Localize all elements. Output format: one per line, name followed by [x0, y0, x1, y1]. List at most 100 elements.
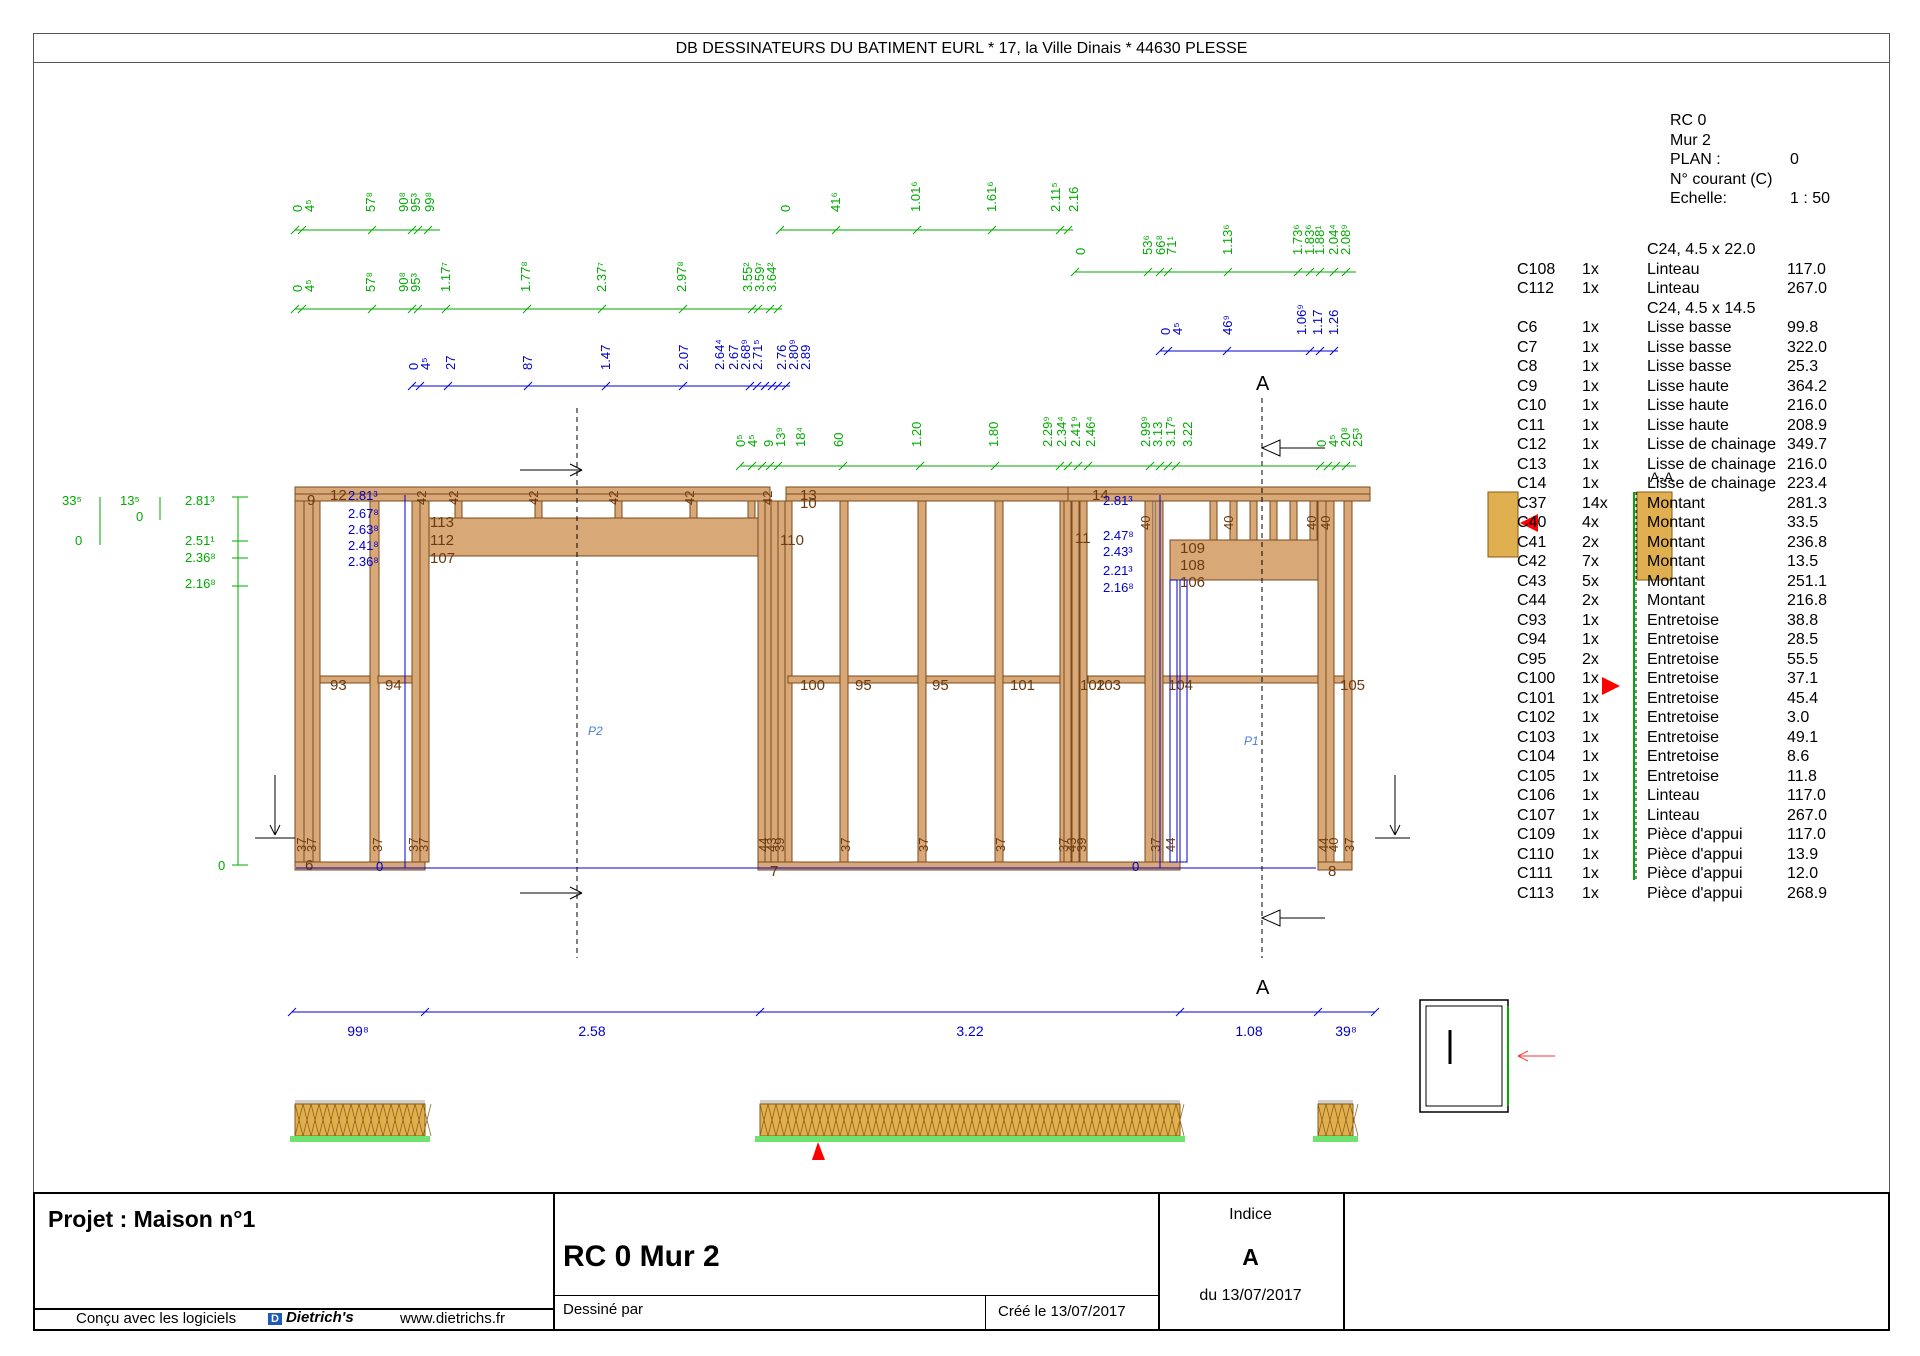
insulation-strip-hatch [935, 1103, 945, 1137]
member-label: 101 [1010, 677, 1035, 694]
noggin [1162, 675, 1319, 684]
parts-name: Entretoise [1647, 709, 1720, 726]
dim-chain-e-label: 1.47 [598, 345, 613, 370]
parts-code: C12 [1517, 436, 1547, 453]
dim-vertical-label: 2.81³ [185, 493, 215, 508]
member-label: 106 [1180, 574, 1205, 591]
parts-len: 268.9 [1787, 884, 1828, 902]
dim-chain-d-tick [290, 304, 300, 314]
dim-chain-f-tick [1305, 346, 1315, 356]
dim-vertical-label: 2.47⁸ [1103, 528, 1134, 543]
member-code: 44 [756, 838, 771, 852]
member-label: 7 [770, 863, 778, 880]
dim-vertical-label: 2.43³ [1103, 544, 1133, 559]
insulation-strip-hatch [1159, 1103, 1169, 1137]
dim-chain-b-tick [912, 225, 922, 235]
parts-len: 3.0 [1787, 709, 1810, 726]
parts-qty: 2x [1582, 650, 1599, 668]
dim-chain-g-tick [1341, 461, 1351, 471]
parts-qty: 1x [1582, 475, 1599, 492]
parts-name: Lisse de chainage [1647, 436, 1776, 453]
parts-len: 12.0 [1787, 865, 1819, 882]
parts-code: C104 [1517, 748, 1556, 765]
company-header: DB DESSINATEURS DU BATIMENT EURL * 17, l… [675, 40, 1248, 57]
parts-len: 8.6 [1787, 748, 1810, 765]
stud [1325, 500, 1335, 863]
parts-code: C105 [1517, 767, 1556, 785]
dim-chain-e-label: 2.67 [726, 345, 741, 370]
dim-chain-e-tick [407, 381, 417, 391]
dim-chain-g-tick [1331, 461, 1341, 471]
dim-chain-d-tick [747, 304, 757, 314]
dim-vertical-label: 0 [136, 509, 143, 524]
section-arrow [569, 469, 583, 477]
parts-code: C11 [1517, 416, 1546, 434]
parts-len: 251.1 [1787, 572, 1828, 590]
parts-name: Lisse de chainage [1647, 455, 1776, 473]
parts-len: 281.3 [1787, 494, 1828, 512]
member-label: 110 [780, 532, 804, 549]
title-block-divider [1343, 1192, 1345, 1331]
stud [1079, 500, 1088, 863]
dim-chain-g-tick [1155, 461, 1165, 471]
member-code: 42 [682, 491, 697, 505]
dim-chain-g-tick [1055, 461, 1065, 471]
parts-name: Lisse de chainage [1647, 475, 1776, 492]
insulation-strip-hatch [871, 1103, 881, 1137]
dim-chain-c-tick [1070, 267, 1080, 277]
dim-chain-d-tick [407, 304, 417, 314]
section-arrow [569, 886, 583, 894]
parts-code: C10 [1517, 397, 1547, 414]
dim-chain-d-tick [413, 304, 423, 314]
parts-qty: 2x [1582, 533, 1599, 551]
plate [757, 861, 1181, 871]
parts-name: Montant [1647, 533, 1705, 551]
member-label: 93 [330, 677, 347, 694]
insulation-strip-hatch [1015, 1103, 1025, 1137]
member-label: 11 [1075, 530, 1091, 547]
baseline-label: 0 [1132, 859, 1139, 874]
parts-qty: 4x [1582, 514, 1599, 531]
dim-chain-d-label: 2.37⁷ [594, 262, 609, 292]
plate [1317, 861, 1353, 871]
title-block-divider [553, 1192, 555, 1331]
member-label: 100 [800, 677, 825, 694]
member-code: 42 [526, 491, 541, 505]
dim-chain-d-label: 1.17⁷ [438, 262, 453, 292]
parts-qty: 1x [1582, 884, 1599, 902]
parts-name: Entretoise [1647, 728, 1720, 746]
dim-chain-c-tick [1155, 267, 1165, 277]
cripple-stud [1209, 500, 1218, 541]
dim-chain-a-label: 99⁸ [422, 192, 437, 212]
parts-qty: 1x [1582, 865, 1599, 882]
dim-chain-a-label: 95³ [408, 193, 423, 212]
insulation-strip-hatch [310, 1103, 320, 1137]
member-label: 13 [800, 487, 817, 504]
parts-len: 25.3 [1787, 358, 1819, 375]
parts-section-header: C24, 4.5 x 22.0 [1647, 241, 1756, 258]
insulation-strip-hatch [927, 1103, 937, 1137]
insulation-strip-hatch [1119, 1103, 1129, 1137]
dim-chain-g-tick [1083, 461, 1093, 471]
dim-chain-c-tick [1293, 267, 1303, 277]
view-arrow [1389, 824, 1396, 836]
parts-code: C100 [1517, 670, 1556, 687]
cripple-stud [1249, 500, 1258, 541]
insulation-strip-hatch [943, 1103, 953, 1137]
member-code: 37 [1148, 838, 1163, 852]
parts-name: Entretoise [1647, 689, 1720, 707]
insulation-strip-hatch [358, 1103, 368, 1137]
cripple-stud [747, 500, 756, 519]
parts-qty: 7x [1582, 553, 1599, 570]
insulation-strip-hatch [975, 1103, 985, 1137]
parts-code: C112 [1517, 280, 1555, 297]
bottom-dim-label: 39⁸ [1335, 1023, 1357, 1039]
cripple-stud [1289, 500, 1298, 541]
